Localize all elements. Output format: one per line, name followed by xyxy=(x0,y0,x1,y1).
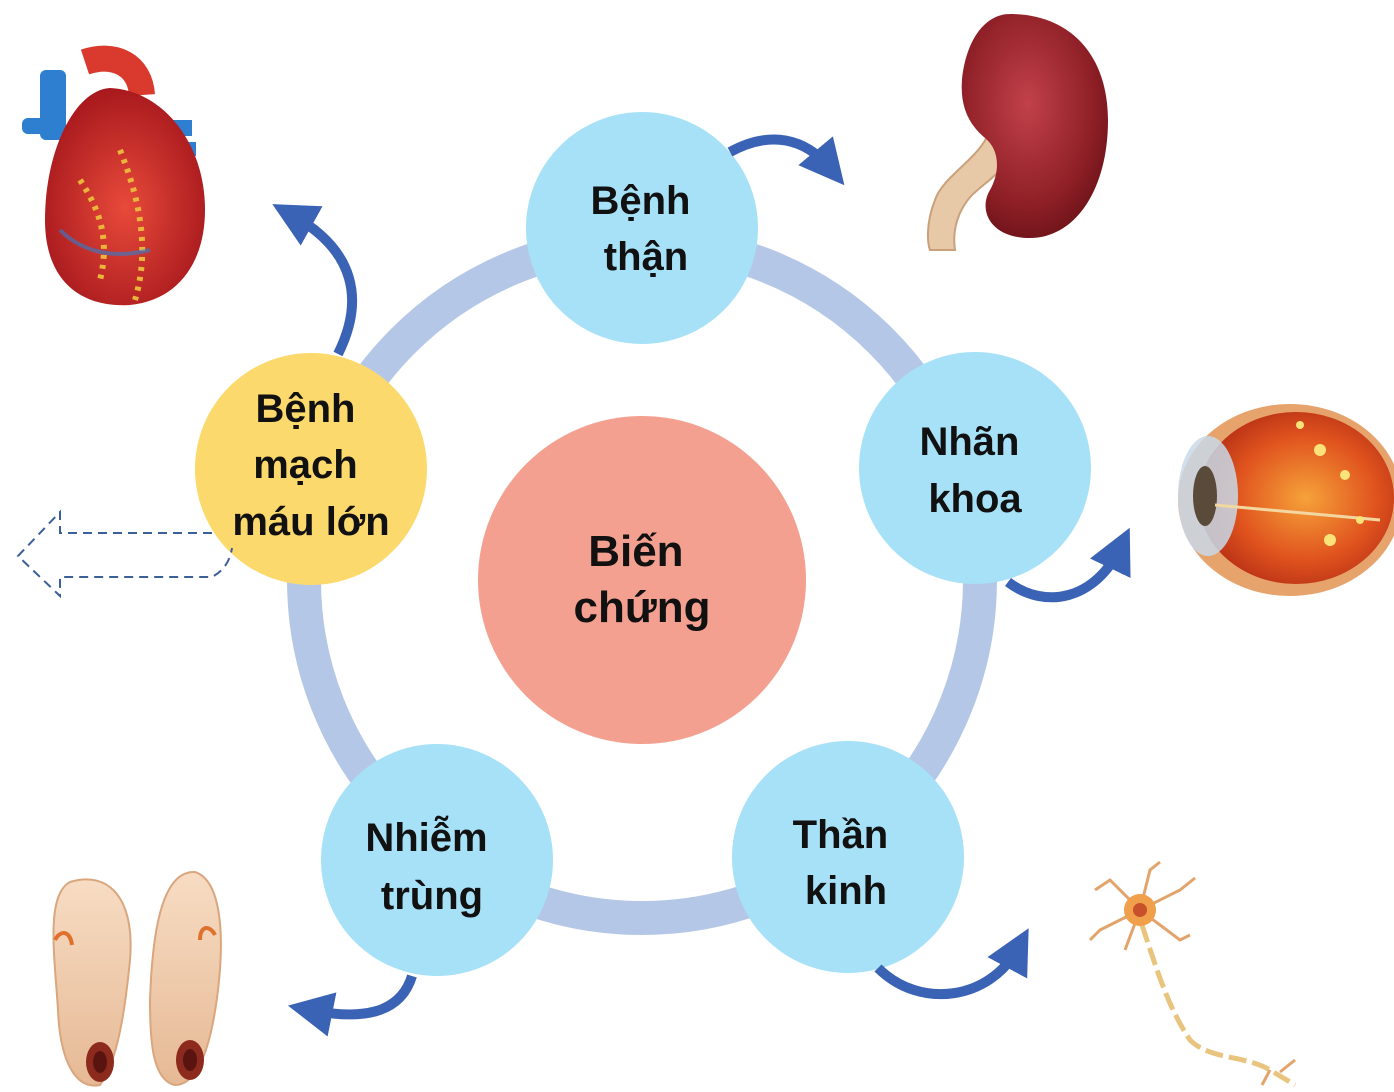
node-nerve[interactable]: Thần kinh xyxy=(732,741,964,973)
node-infection-line-1: Nhiễm xyxy=(365,814,487,860)
heart-image xyxy=(22,59,205,306)
node-eye[interactable]: Nhãn khoa xyxy=(859,352,1091,584)
node-infection[interactable]: Nhiễm trùng xyxy=(321,744,553,976)
node-eye-line-1: Nhãn xyxy=(919,420,1019,464)
arrow-macrovascular xyxy=(292,215,352,354)
feet-image xyxy=(53,872,220,1086)
center-line-1: Biến xyxy=(588,527,683,576)
node-macrovascular-line-3: máu lớn xyxy=(232,500,389,544)
eye-image xyxy=(1178,404,1394,596)
node-macrovascular[interactable]: Bệnh mạch máu lớn xyxy=(195,353,427,585)
node-infection-line-2: trùng xyxy=(381,874,483,918)
node-nerve-line-1: Thần xyxy=(793,813,889,857)
node-macrovascular-line-1: Bệnh xyxy=(255,387,355,431)
node-kidney-line-2: thận xyxy=(604,235,688,279)
node-macrovascular-line-2: mạch xyxy=(253,443,358,487)
node-kidney[interactable]: Bệnh thận xyxy=(526,112,758,344)
neuron-image xyxy=(1090,862,1295,1085)
arrow-kidney xyxy=(730,139,830,168)
dashed-left-arrow xyxy=(18,512,232,596)
node-nerve-line-2: kinh xyxy=(805,869,887,913)
node-kidney-line-1: Bệnh xyxy=(590,179,690,223)
node-eye-line-2: khoa xyxy=(928,477,1022,521)
arrow-infection xyxy=(310,976,412,1014)
svg-text:Bệnh mạch máu lớn: Bệnh mạch máu lớn xyxy=(232,387,389,544)
kidney-image xyxy=(928,14,1108,250)
center-node: Biến chứng xyxy=(478,416,806,744)
center-line-2: chứng xyxy=(574,583,711,632)
